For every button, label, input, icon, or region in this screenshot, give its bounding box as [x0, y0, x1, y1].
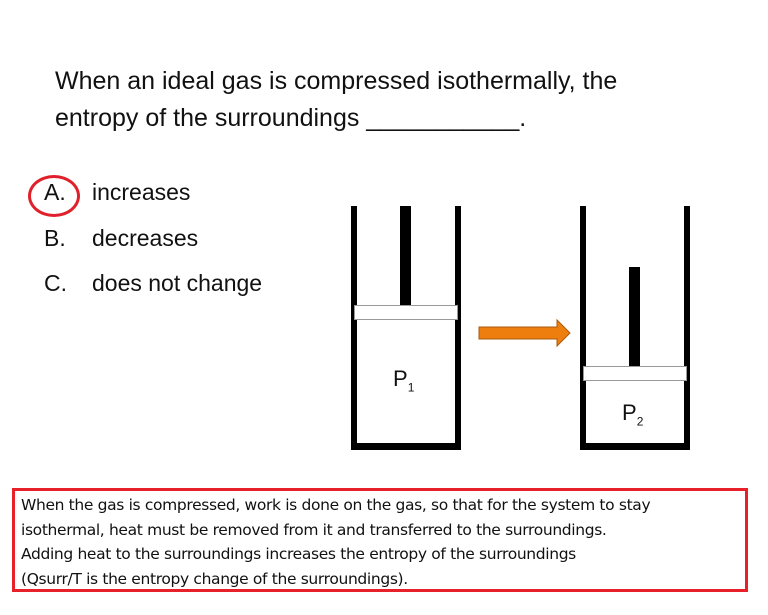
question-line-2: entropy of the surroundings ___________. [55, 104, 527, 132]
explanation-line-2: isothermal, heat must be removed from it… [21, 520, 607, 539]
piston-plate-2 [583, 366, 687, 381]
option-text: increases [92, 179, 191, 205]
explanation-box: When the gas is compressed, work is done… [12, 488, 748, 592]
option-text: decreases [92, 225, 199, 251]
question-line-1: When an ideal gas is compressed isotherm… [55, 67, 618, 95]
pressure-label-2: P2 [622, 400, 644, 429]
option-letter: B. [44, 225, 66, 251]
option-a: A. increases [44, 177, 190, 207]
explanation-line-4: (Qsurr/T is the entropy change of the su… [21, 569, 408, 588]
option-c: C. does not change [44, 268, 262, 298]
piston-rod-2 [629, 267, 640, 367]
cylinder-2 [580, 206, 690, 450]
answer-circle [28, 175, 80, 217]
piston-plate-1 [354, 305, 458, 320]
option-b: B. decreases [44, 223, 198, 253]
explanation-line-3: Adding heat to the surroundings increase… [21, 545, 576, 563]
option-text: does not change [92, 270, 263, 296]
explanation-line-1: When the gas is compressed, work is done… [21, 496, 651, 514]
cylinder-1 [351, 206, 461, 450]
question-text: When an ideal gas is compressed isotherm… [55, 63, 755, 137]
option-letter: C. [44, 270, 67, 296]
pressure-label-1: P1 [393, 366, 415, 395]
option-letter: A. [44, 179, 66, 205]
arrow-right-icon [478, 318, 571, 348]
piston-rod-1 [400, 206, 411, 306]
